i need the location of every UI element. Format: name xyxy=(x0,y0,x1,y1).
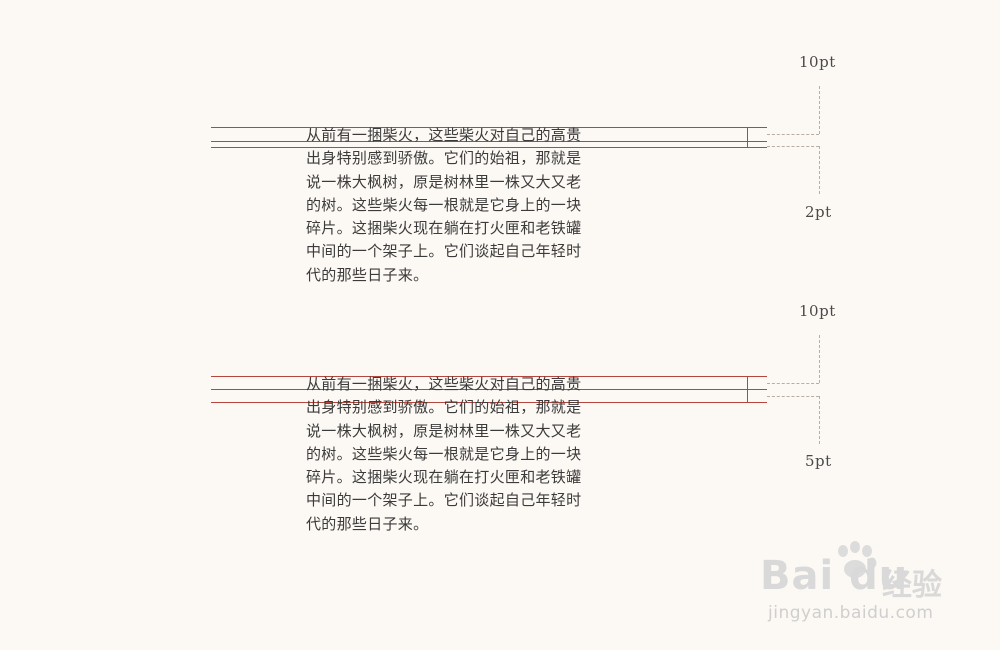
guide-line-top xyxy=(211,127,767,128)
watermark-chinese-text: 经验 xyxy=(882,568,942,603)
guide-bracket-vertical xyxy=(747,127,748,148)
guide-line-top xyxy=(211,376,767,377)
dimension-leader-bottom xyxy=(767,396,819,397)
spacing-label: 2pt xyxy=(805,203,832,221)
dimension-leader-bottom xyxy=(767,146,819,147)
guide-line-middle xyxy=(211,141,767,142)
dimension-leader-top-vertical xyxy=(819,86,820,134)
sample-paragraph: 从前有一捆柴火，这些柴火对自己的高贵 出身特别感到骄傲。它们的始祖，那就是 说一… xyxy=(306,375,582,533)
paw-icon xyxy=(838,541,877,578)
dimension-leader-bottom-vertical xyxy=(819,396,820,444)
guide-line-bottom xyxy=(211,147,767,148)
dimension-leader-top xyxy=(767,134,819,135)
watermark-logo-text: Bai du xyxy=(760,553,909,599)
watermark-url: jingyan.baidu.com xyxy=(768,603,934,623)
spacing-label: 5pt xyxy=(805,452,832,470)
line-height-label: 10pt xyxy=(799,53,836,71)
guide-line-middle xyxy=(211,389,767,390)
guide-bracket-vertical xyxy=(747,376,748,403)
guide-line-bottom xyxy=(211,402,767,403)
sample-paragraph: 从前有一捆柴火，这些柴火对自己的高贵 出身特别感到骄傲。它们的始祖，那就是 说一… xyxy=(306,126,582,284)
dimension-leader-bottom-vertical xyxy=(819,146,820,194)
dimension-leader-top xyxy=(767,383,819,384)
line-height-label: 10pt xyxy=(799,302,836,320)
dimension-leader-top-vertical xyxy=(819,335,820,383)
